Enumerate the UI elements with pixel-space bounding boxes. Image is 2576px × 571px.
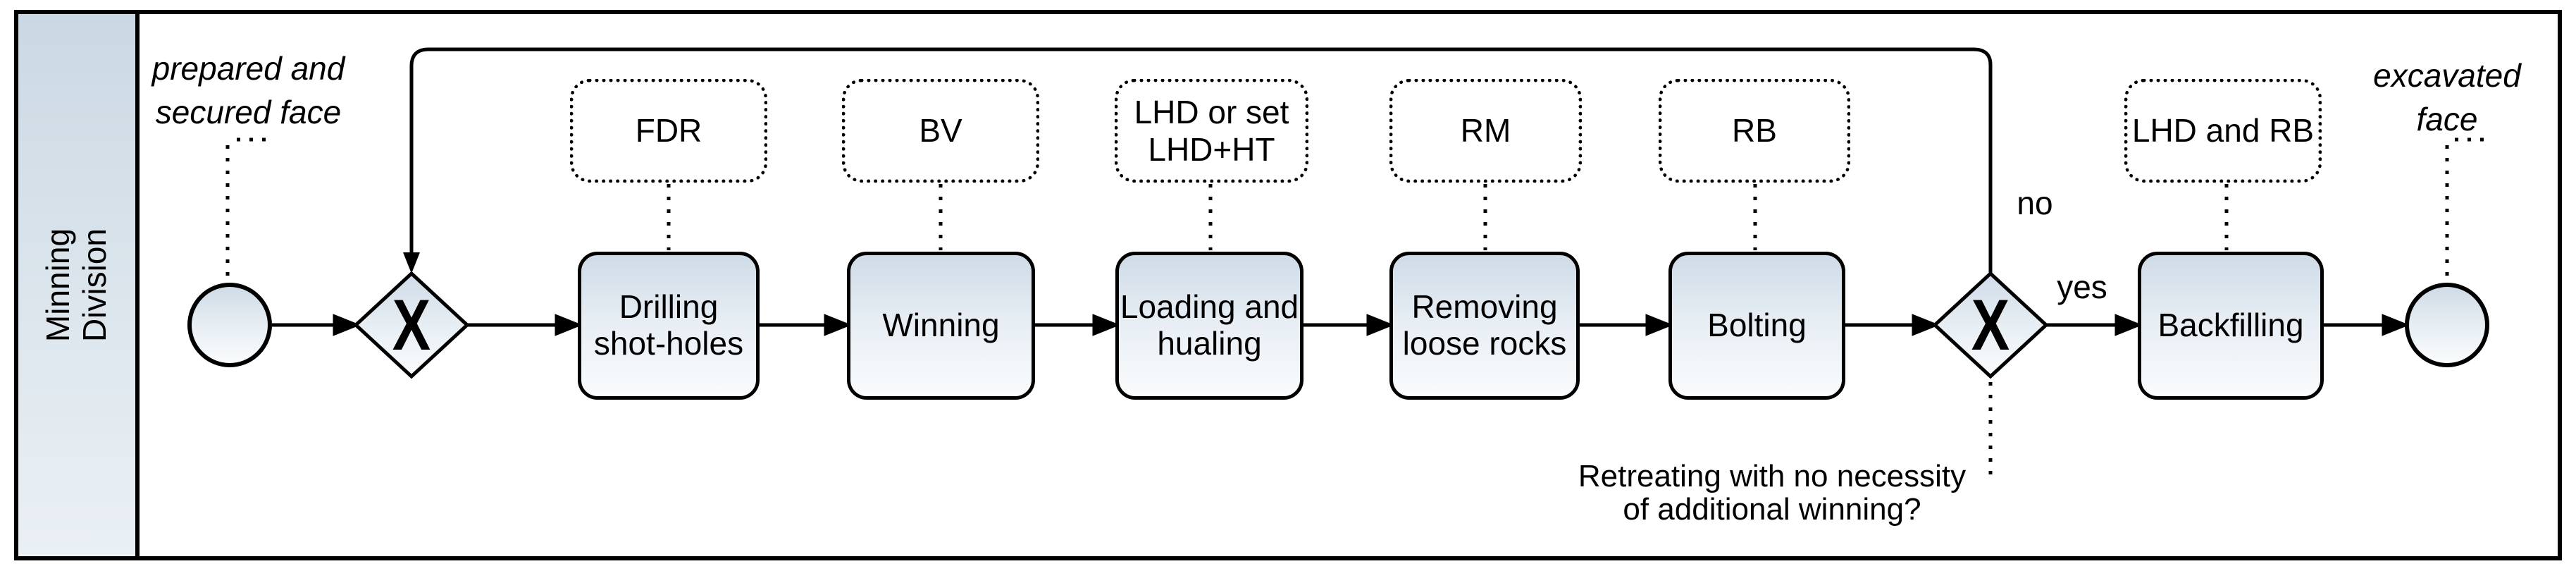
annotation-lhd-rb: LHD and RB [2124, 79, 2322, 183]
edge-label-no: no [2017, 185, 2053, 221]
gateway-2-xor-marker: X [1952, 284, 2029, 365]
task-removing-loose-rocks: Removing loose rocks [1389, 252, 1580, 400]
flow-removing-to-bolting [1580, 314, 1673, 336]
flow-gateway2-no-loopback [409, 47, 1993, 274]
gateway-1-shape [353, 271, 470, 379]
flow-gateway1-to-drilling [467, 314, 583, 336]
association-start-note [225, 137, 266, 278]
start-event [187, 283, 272, 367]
flow-start-to-gateway1 [272, 314, 361, 336]
loopback-arrowhead [403, 252, 420, 274]
association-end-note [2445, 137, 2484, 278]
annotation-fdr: FDR [570, 79, 767, 183]
xor-x-glyph: X [1971, 284, 2010, 365]
task-drilling-shot-holes: Drilling shot-holes [578, 252, 760, 400]
task-backfilling: Backfilling [2138, 252, 2324, 400]
flow-backfilling-to-end [2324, 314, 2410, 336]
flow-drilling-to-winning [760, 314, 852, 336]
edge-label-yes: yes [2057, 269, 2107, 305]
flow-gateway2-yes-to-backfilling [2046, 314, 2143, 336]
lane-header: Minning Division [18, 14, 140, 556]
start-event-note: prepared and secured face [151, 50, 345, 130]
flow-loading-to-removing [1304, 314, 1394, 336]
flow-winning-to-loading [1035, 314, 1120, 336]
task-bolting: Bolting [1668, 252, 1845, 400]
end-event [2405, 283, 2489, 367]
association-lines [225, 137, 2484, 478]
annotation-bv: BV [842, 79, 1039, 183]
gateway2-question: Retreating with no necessity of addition… [1578, 459, 1967, 527]
gateway-2-shape [1932, 271, 2049, 379]
pool-frame [14, 10, 2562, 560]
flow-bolting-to-gateway2 [1845, 314, 1940, 336]
task-loading-and-hualing: Loading and hualing [1115, 252, 1304, 400]
task-winning: Winning [847, 252, 1035, 400]
gateway-1-xor-marker: X [373, 284, 450, 365]
annotation-lhd-ht: LHD or set LHD+HT [1115, 79, 1308, 183]
end-event-note: excavated face [2373, 57, 2521, 137]
xor-x-glyph: X [392, 284, 431, 365]
annotation-rm: RM [1389, 79, 1582, 183]
annotation-rb: RB [1659, 79, 1850, 183]
